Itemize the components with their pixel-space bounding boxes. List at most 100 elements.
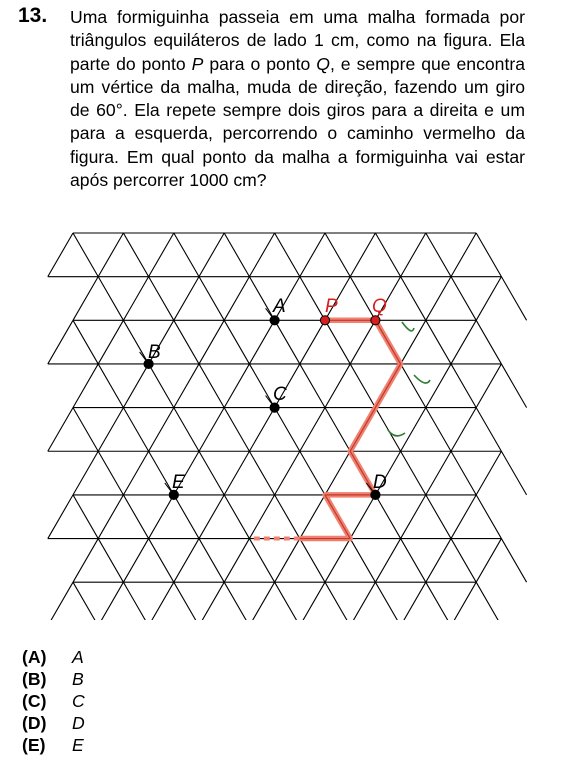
grid-diagonal [299,320,326,365]
point-d [370,489,381,500]
grid-diagonal [97,363,124,408]
grid-diagonal [274,276,301,321]
grid-diagonal [500,450,528,496]
grid-diagonal [198,494,225,539]
point-labels: A P Q B C E D [148,296,387,493]
grid-diagonal [47,407,74,452]
grid-diagonal [274,581,298,620]
turn-arrow [413,374,431,384]
grid-diagonal [248,363,276,408]
grid-diagonal [97,276,124,321]
option-value: C [72,691,85,711]
grid-diagonal [198,407,225,452]
grid-diagonal [223,363,250,408]
grid-diagonal [198,232,225,277]
grid-diagonal [72,494,99,539]
grid-diagonal [173,450,200,496]
point-e [168,489,179,500]
grid-diagonal [223,494,250,539]
grid-diagonal [201,581,225,620]
grid-diagonal [374,581,398,620]
grid-diagonal [475,232,502,277]
option-label: (E) [22,735,46,755]
answer-options: (A)A (B)B (C)C (D)D (E)E [22,646,85,756]
ant-path [251,317,404,542]
grid-diagonal [274,363,301,408]
label-leader [265,395,273,404]
option-a[interactable]: (A)A [22,646,85,668]
grid-diagonal [122,450,150,496]
option-label: (D) [22,713,47,733]
grid-diagonal [450,363,477,408]
red-path [299,317,404,542]
grid-diagonal [198,320,225,365]
turn-arrow [387,429,406,437]
question-number: 13. [18,4,48,27]
grid-diagonal [97,320,124,365]
grid-diagonal [248,276,276,321]
grid-diagonal [223,581,247,620]
grid-diagonal [450,538,477,583]
option-c[interactable]: (C)C [22,690,85,712]
grid-diagonal [122,363,150,408]
grid-diagonal [148,276,175,321]
grid-diagonal [425,320,452,365]
point-a [269,315,280,326]
grid-diagonal [352,581,376,620]
label-leader [164,482,172,492]
grid-diagonal [450,450,477,496]
grid-diagonal [148,538,175,583]
option-e[interactable]: (E)E [22,734,85,756]
grid-diagonal [450,320,477,365]
point-q [370,315,381,326]
grid-diagonal [248,538,276,583]
option-d[interactable]: (D)D [22,712,85,734]
grid-diagonal [403,581,427,620]
grid-diagonal [198,450,225,496]
grid-diagonal [122,232,150,277]
option-label: (B) [22,669,47,689]
grid-diagonal [500,276,528,321]
grid-diagonal [47,320,74,365]
grid-diagonal [400,494,427,539]
grid-diagonal [173,581,197,620]
grid-diagonal [72,450,99,496]
label-a: A [272,296,286,317]
grid-diagonal [47,232,74,277]
grid-diagonal [151,581,175,620]
grid-diagonal [500,538,528,583]
grid-diagonal [425,276,452,321]
grid-diagonal [299,494,326,539]
grid-diagonal [374,494,402,539]
grid-diagonal [274,450,301,496]
grid-diagonal [349,538,376,583]
grid-diagonal [400,538,427,583]
grid-diagonal [223,407,250,452]
grid-diagonal [122,276,150,321]
option-b[interactable]: (B)B [22,668,85,690]
grid-diagonal [349,320,376,365]
option-label: (A) [22,647,47,667]
grid-diagonal [425,581,449,620]
grid-diagonal [173,320,200,365]
point-p-ref: P [191,53,204,74]
grid-diagonal [475,581,499,620]
grid-diagonal [450,494,477,539]
grid-diagonal [223,232,250,277]
grid-diagonal [400,320,427,365]
grid-diagonal [299,276,326,321]
point-p [319,315,331,326]
grid-diagonal [374,538,402,583]
grid-diagonal [248,407,276,452]
grid-diagonal [324,581,348,620]
grid-diagonal [173,538,200,583]
grid-diagonal [349,276,376,321]
label-b: B [148,342,161,363]
grid-diagonal [223,276,250,321]
label-e: E [172,472,185,493]
grid-points [139,307,381,500]
grid-diagonal [72,320,99,365]
grid-diagonal [324,363,351,408]
grid-diagonal [248,320,276,365]
grid-diagonal [122,581,146,620]
